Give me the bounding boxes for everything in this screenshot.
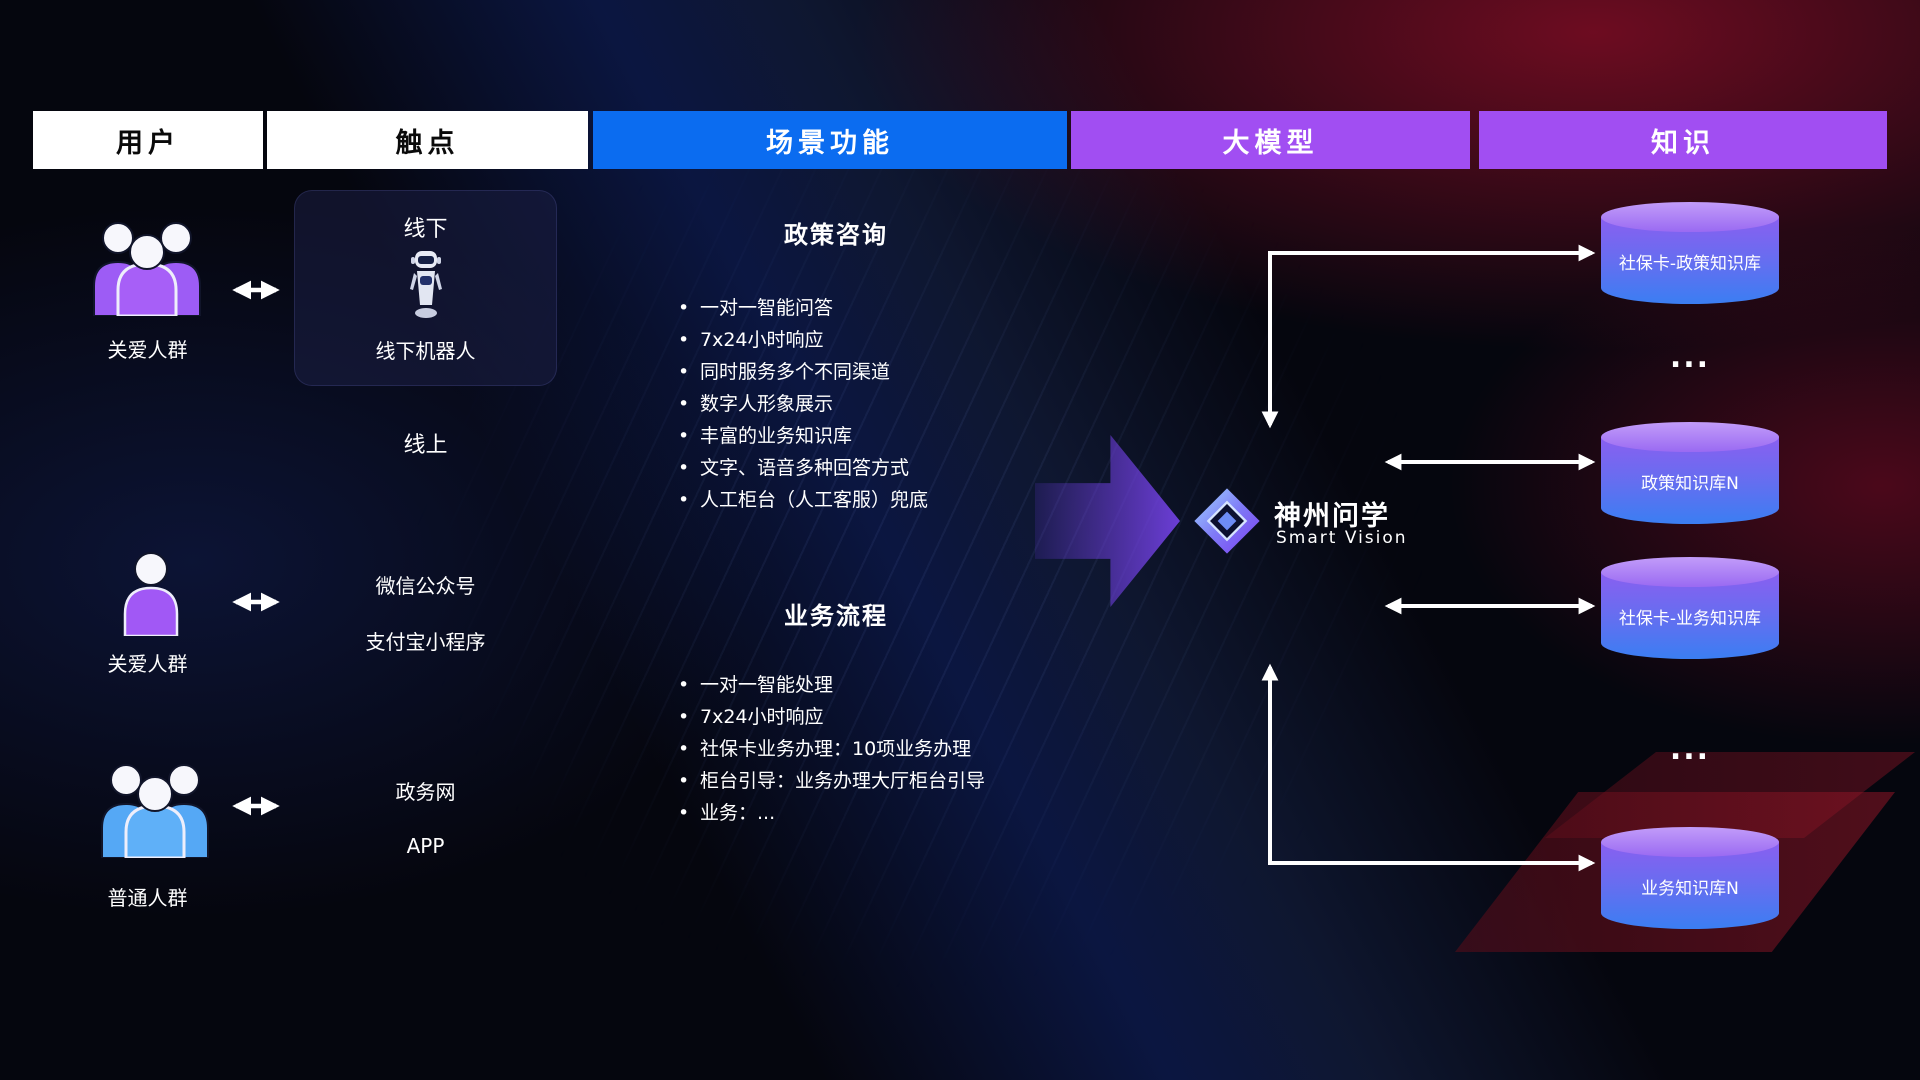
database-label: 社保卡-业务知识库	[1618, 608, 1762, 629]
database-label: 社保卡-政策知识库	[1618, 253, 1762, 274]
scenario-policy-consult: 政策咨询 一对一智能问答 7x24小时响应 同时服务多个不同渠道 数字人形象展示…	[676, 215, 1096, 516]
feature-item: 同时服务多个不同渠道	[676, 356, 1096, 388]
database-business-n: 业务知识库N	[1601, 827, 1779, 929]
feature-item: 7x24小时响应	[676, 701, 1096, 733]
user-group-label: 普通人群	[107, 886, 188, 910]
people-group-icon	[101, 764, 209, 858]
feature-item: 业务：...	[676, 797, 1096, 829]
person-icon	[123, 552, 179, 636]
feature-item: 文字、语音多种回答方式	[676, 452, 1096, 484]
feature-text: 社保卡业务办理：10项业务办理	[700, 738, 972, 760]
feature-text: 一对一智能问答	[700, 297, 834, 319]
user-group-label: 关爱人群	[107, 338, 188, 362]
database-policy-n: 政策知识库N	[1601, 422, 1779, 524]
feature-text: 数字人形象展示	[700, 393, 834, 415]
user-group-label: 关爱人群	[107, 652, 188, 676]
model-name: 神州问学	[1274, 501, 1390, 532]
header-large-model: 大模型	[1071, 111, 1470, 169]
model-subtitle: Smart Vision	[1276, 528, 1408, 548]
scenario-title: 业务流程	[784, 602, 888, 630]
robot-icon	[409, 251, 442, 318]
feature-item: 社保卡业务办理：10项业务办理	[676, 733, 1096, 765]
ellipsis: ...	[1669, 340, 1711, 375]
offline-robot-label: 线下机器人	[375, 339, 476, 363]
ellipsis: ...	[1669, 732, 1711, 767]
channel-gov-web: 政务网	[395, 780, 456, 804]
feature-text: 一对一智能处理	[700, 674, 834, 696]
header-scenario-functions: 场景功能	[593, 111, 1067, 169]
header-users: 用户	[33, 111, 263, 169]
smart-vision-logo-icon	[1194, 488, 1260, 554]
feature-text: 人工柜台（人工客服）兜底	[700, 489, 929, 511]
feature-list: 一对一智能处理 7x24小时响应 社保卡业务办理：10项业务办理 柜台引导：业务…	[676, 669, 1096, 829]
feature-text: 7x24小时响应	[700, 329, 824, 351]
feature-item: 一对一智能问答	[676, 292, 1096, 324]
database-icon	[1601, 422, 1779, 452]
channel-alipay: 支付宝小程序	[365, 630, 486, 654]
feature-item: 人工柜台（人工客服）兜底	[676, 484, 1096, 516]
feature-text: 丰富的业务知识库	[700, 425, 853, 447]
feature-item: 丰富的业务知识库	[676, 420, 1096, 452]
feature-list: 一对一智能问答 7x24小时响应 同时服务多个不同渠道 数字人形象展示 丰富的业…	[676, 292, 1096, 516]
database-icon	[1601, 202, 1779, 232]
feature-item: 7x24小时响应	[676, 324, 1096, 356]
feature-text: 业务：...	[700, 802, 776, 824]
offline-label: 线下	[403, 217, 448, 242]
offline-robot-card: 线下 线下机器人	[294, 190, 557, 386]
people-group-icon	[93, 222, 201, 316]
scenario-title: 政策咨询	[784, 221, 888, 249]
online-label: 线上	[403, 433, 448, 458]
feature-text: 同时服务多个不同渠道	[700, 361, 891, 383]
feature-item: 数字人形象展示	[676, 388, 1096, 420]
feature-item: 一对一智能处理	[676, 669, 1096, 701]
database-policy-social-card: 社保卡-政策知识库	[1601, 202, 1779, 304]
database-icon	[1601, 557, 1779, 587]
database-label: 政策知识库N	[1641, 473, 1739, 494]
feature-text: 文字、语音多种回答方式	[700, 457, 910, 479]
feature-item: 柜台引导：业务办理大厅柜台引导	[676, 765, 1096, 797]
database-label: 业务知识库N	[1641, 878, 1739, 899]
scenario-business-process: 业务流程 一对一智能处理 7x24小时响应 社保卡业务办理：10项业务办理 柜台…	[676, 596, 1096, 829]
header-knowledge: 知识	[1479, 111, 1887, 169]
channel-app: APP	[406, 834, 445, 858]
feature-text: 柜台引导：业务办理大厅柜台引导	[700, 770, 986, 792]
feature-text: 7x24小时响应	[700, 706, 824, 728]
header-touchpoints: 触点	[267, 111, 588, 169]
database-icon	[1601, 827, 1779, 857]
database-business-social-card: 社保卡-业务知识库	[1601, 557, 1779, 659]
channel-wechat: 微信公众号	[375, 574, 476, 598]
